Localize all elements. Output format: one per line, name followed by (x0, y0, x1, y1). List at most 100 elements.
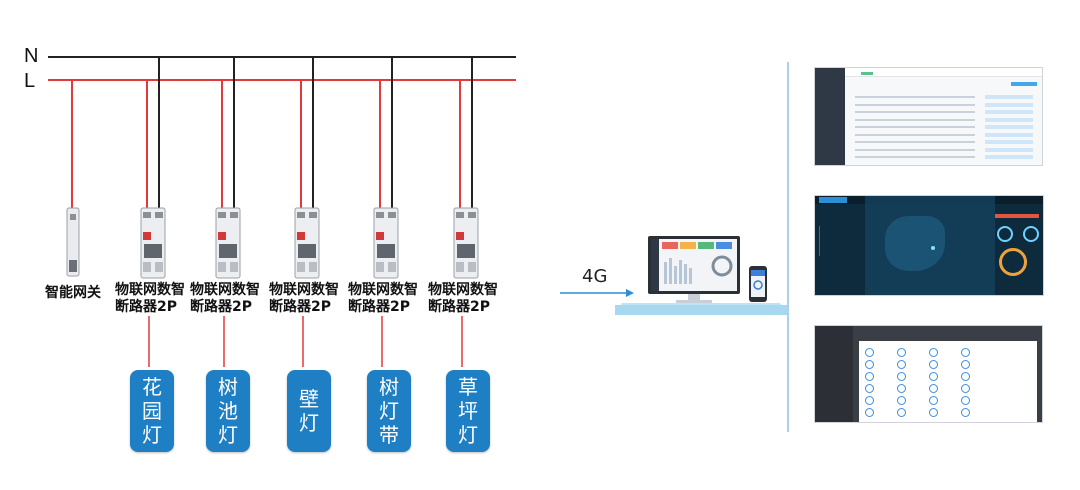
breaker-lever (143, 262, 151, 272)
breaker-device (294, 207, 320, 279)
load-box: 壁 灯 (287, 370, 331, 452)
breaker-toggle (219, 244, 237, 258)
l-rail-label: L (24, 70, 36, 92)
devices-group (66, 207, 479, 279)
breaker-body (373, 207, 399, 279)
breaker-toggle (377, 244, 395, 258)
row-action (985, 117, 1033, 122)
breaker-label: 物联网数智 断路器2P (348, 282, 418, 315)
list-row (855, 103, 975, 106)
4g-arrow-head (626, 289, 634, 297)
gateway-clip (69, 260, 77, 272)
row-action (985, 140, 1033, 144)
list-row (855, 141, 975, 143)
row-action (985, 147, 1033, 152)
link-label-4g: 4G (582, 266, 608, 287)
device-tile (897, 384, 906, 393)
breaker-terminal (297, 212, 305, 218)
device-tile (961, 396, 970, 405)
breaker-terminal (218, 212, 226, 218)
breaker-lever (309, 262, 317, 272)
breaker-indicator (297, 232, 305, 240)
device-tile (961, 384, 970, 393)
row-action (985, 102, 1033, 107)
breaker-lever (218, 262, 226, 272)
breaker-indicator (218, 232, 226, 240)
phone-icon (749, 266, 767, 302)
device-tile (865, 408, 874, 417)
breaker-indicator (143, 232, 151, 240)
map-dashboard-screenshot (814, 195, 1044, 296)
device-grid-screenshot (814, 325, 1043, 423)
row-action (985, 95, 1033, 99)
list-row (855, 148, 975, 151)
gateway-body (66, 207, 80, 277)
breaker-device (453, 207, 479, 279)
breaker-device (373, 207, 399, 279)
breaker-label: 物联网数智 断路器2P (428, 282, 498, 315)
device-tile (929, 396, 938, 405)
device-tile (897, 360, 906, 369)
monitor-icon (648, 236, 740, 303)
row-action (985, 110, 1033, 114)
device-tile (865, 360, 874, 369)
breaker-terminal (376, 212, 384, 218)
device-tile (961, 408, 970, 417)
device-tile (929, 384, 938, 393)
breaker-indicator (456, 232, 464, 240)
breaker-toggle (298, 244, 316, 258)
breaker-lever (297, 262, 305, 272)
device-tile (961, 348, 970, 357)
breaker-lever (468, 262, 476, 272)
load-box: 草 坪 灯 (446, 370, 490, 452)
device-tile (961, 372, 970, 381)
device-tile (929, 348, 938, 357)
row-action (985, 132, 1033, 137)
load-box: 树 池 灯 (206, 370, 250, 452)
device-tile (961, 360, 970, 369)
breaker-lever (456, 262, 464, 272)
load-wires (148, 316, 463, 367)
list-row (855, 156, 975, 158)
list-row (855, 118, 975, 121)
breaker-terminal (309, 212, 317, 218)
breaker-device (140, 207, 166, 279)
breaker-body (140, 207, 166, 279)
breaker-lever (155, 262, 163, 272)
device-tile (929, 372, 938, 381)
breaker-terminal (230, 212, 238, 218)
device-tile (929, 360, 938, 369)
breaker-terminal (155, 212, 163, 218)
row-action (985, 155, 1033, 159)
list-row (855, 111, 975, 113)
gateway-terminal (70, 214, 76, 220)
breaker-body (294, 207, 320, 279)
list-row (855, 133, 975, 136)
device-tile (865, 396, 874, 405)
load-box: 树 灯 带 (367, 370, 411, 452)
rail-drops (71, 57, 473, 208)
device-tile (897, 348, 906, 357)
device-tile (897, 372, 906, 381)
row-action (985, 125, 1033, 129)
device-tile (865, 372, 874, 381)
breaker-terminal (468, 212, 476, 218)
breaker-label: 物联网数智 断路器2P (115, 282, 185, 315)
breaker-indicator (376, 232, 384, 240)
device-tile (865, 384, 874, 393)
platform-base (615, 305, 787, 315)
breaker-body (453, 207, 479, 279)
device-tile (929, 408, 938, 417)
device-list-screenshot (814, 67, 1043, 166)
breaker-toggle (457, 244, 475, 258)
breaker-label: 物联网数智 断路器2P (190, 282, 260, 315)
breaker-lever (376, 262, 384, 272)
list-row (855, 126, 975, 128)
breaker-lever (388, 262, 396, 272)
breaker-terminal (388, 212, 396, 218)
breaker-body (215, 207, 241, 279)
load-box: 花 园 灯 (130, 370, 174, 452)
breaker-lever (230, 262, 238, 272)
device-tile (897, 408, 906, 417)
